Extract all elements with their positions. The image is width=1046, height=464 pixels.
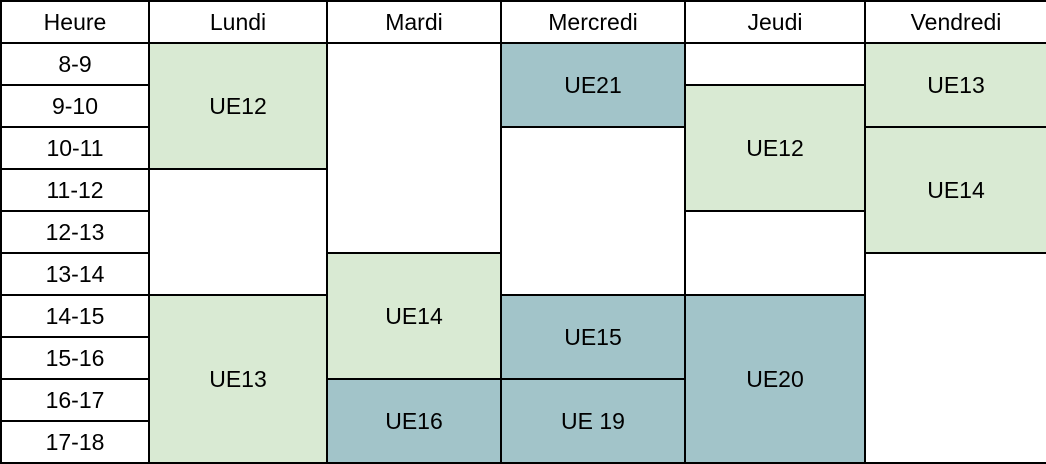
course-wednesday-ue19: UE 19: [500, 378, 686, 464]
empty-cell-monday-1: [148, 168, 328, 296]
course-wednesday-ue15: UE15: [500, 294, 686, 380]
row-10-11: 10-11 UE14: [0, 126, 1046, 296]
header-hour: Heure: [0, 0, 150, 44]
row-12-13: 12-13: [0, 210, 1046, 296]
hour-cell: 17-18: [0, 420, 150, 464]
hour-cell: 8-9: [0, 42, 150, 86]
course-monday-ue12: UE12: [148, 42, 328, 170]
course-tuesday-ue16: UE16: [326, 378, 502, 464]
header-monday: Lundi: [148, 0, 328, 44]
empty-cell-thursday-1: [684, 42, 866, 86]
row-13-14: 13-14 UE14: [0, 252, 1046, 464]
empty-cell-friday-1: [864, 252, 1046, 464]
row-9-10: 9-10 UE12: [0, 84, 1046, 212]
row-14-15: 14-15 UE13 UE15 UE20: [0, 294, 1046, 464]
course-thursday-ue12: UE12: [684, 84, 866, 212]
header-tuesday: Mardi: [326, 0, 502, 44]
course-tuesday-ue14: UE14: [326, 252, 502, 380]
hour-cell: 15-16: [0, 336, 150, 380]
course-thursday-ue20: UE20: [684, 294, 866, 464]
row-15-16: 15-16: [0, 336, 1046, 380]
row-16-17: 16-17 UE16 UE 19: [0, 378, 1046, 464]
empty-cell-tuesday-1: [326, 42, 502, 254]
empty-cell-wednesday-1: [500, 126, 686, 296]
empty-cell-thursday-2: [684, 210, 866, 296]
row-8-9: 8-9 UE12 UE21 UE13: [0, 42, 1046, 254]
course-wednesday-ue21: UE21: [500, 42, 686, 128]
hour-cell: 10-11: [0, 126, 150, 170]
hour-cell: 13-14: [0, 252, 150, 296]
header-wednesday: Mercredi: [500, 0, 686, 44]
hour-cell: 14-15: [0, 294, 150, 338]
course-monday-ue13: UE13: [148, 294, 328, 464]
course-friday-ue14: UE14: [864, 126, 1046, 254]
course-friday-ue13: UE13: [864, 42, 1046, 128]
row-11-12: 11-12: [0, 168, 1046, 296]
hour-cell: 16-17: [0, 378, 150, 422]
header-thursday: Jeudi: [684, 0, 866, 44]
row-17-18: 17-18: [0, 420, 1046, 464]
hour-cell: 9-10: [0, 84, 150, 128]
hour-cell: 12-13: [0, 210, 150, 254]
header-row: Heure Lundi Mardi Mercredi Jeudi Vendred…: [0, 0, 1046, 44]
hour-cell: 11-12: [0, 168, 150, 212]
header-friday: Vendredi: [864, 0, 1046, 44]
